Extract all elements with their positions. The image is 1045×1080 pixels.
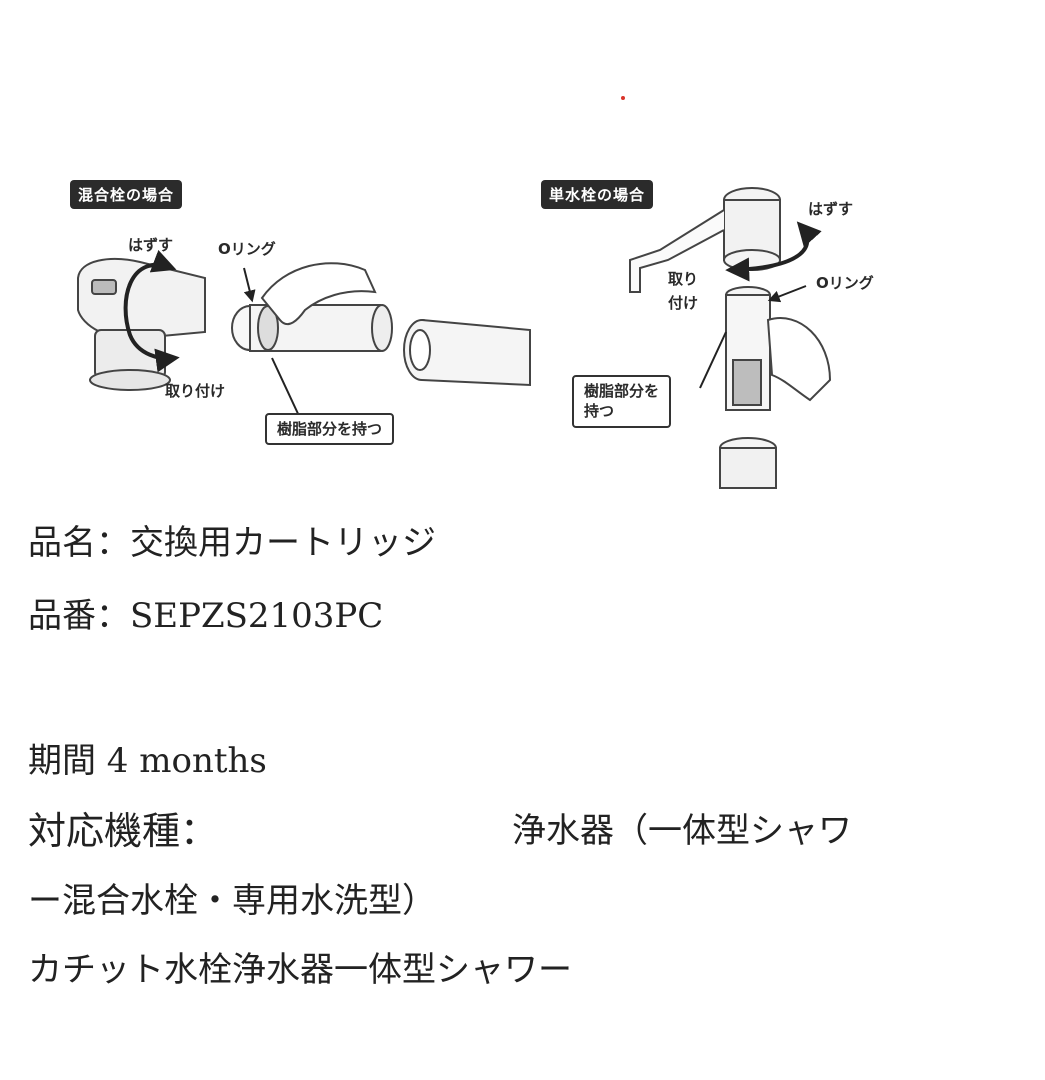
mixer-tag: 混合栓の場合 [70, 180, 183, 209]
illustration-drawing [77, 187, 832, 489]
single-tag: 単水栓の場合 [541, 180, 654, 209]
single-attach-label-1: 取り [668, 270, 699, 288]
single-hold-line-2: 持つ [584, 402, 615, 421]
mixer-hold-label: 樹脂部分を持つ [265, 413, 395, 446]
single-hold-line-1: 樹脂部分を [584, 382, 660, 400]
compat-line-1: 浄水器（一体型シャワ [512, 811, 852, 851]
mixer-faucet-drawing [77, 258, 206, 391]
mixer-remove-label: はずす [128, 236, 174, 254]
single-attach-label-2: 付け [668, 294, 699, 312]
compat-line-2: ー混合水栓・専用水洗型） [28, 881, 436, 921]
single-remove-label: はずす [808, 200, 854, 218]
single-faucet-drawing [629, 187, 781, 489]
mixer-attach-label: 取り付け [165, 382, 226, 400]
compat-line-3: カチット水栓浄水器一体型シャワー [28, 950, 572, 990]
single-hold-label: 樹脂部分を 持つ [572, 375, 672, 428]
red-dot [621, 96, 625, 100]
instruction-illustration: 混合栓の場合 はずす Oリング 取り付け 樹脂部分を持つ 単水栓の場合 はずす … [0, 160, 1045, 490]
compat-label: 対応機種： [28, 809, 219, 853]
product-number: 品番：SEPZS2103PC [28, 596, 384, 636]
mixer-oring-label: Oリング [218, 240, 276, 258]
product-name: 品名：交換用カートリッジ [28, 523, 436, 563]
single-oring-label: Oリング [816, 274, 874, 292]
product-period: 期間 4 months [28, 741, 267, 781]
